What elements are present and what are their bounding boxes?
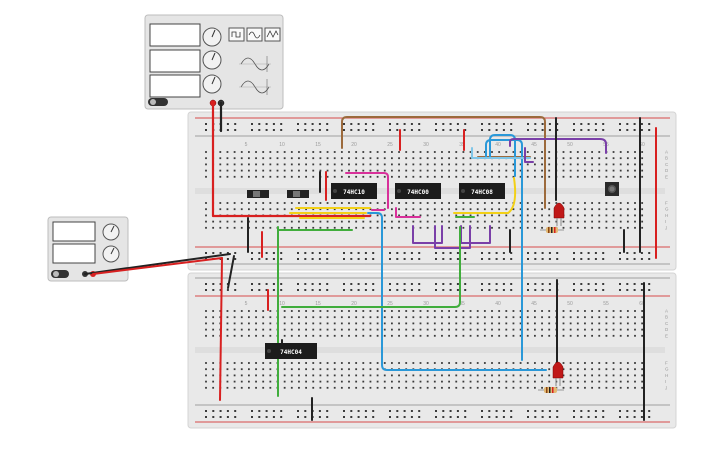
row-letter: I	[665, 219, 666, 224]
power-supply[interactable]	[47, 216, 129, 282]
wire-purple-short[interactable]	[524, 147, 534, 163]
wire-black-rail-bridge[interactable]	[227, 255, 235, 289]
column-numbers-bottom-board: 5 10 15 20 25 30 35 40 45 50 55 60	[245, 301, 645, 307]
function-generator-display-2	[149, 49, 201, 73]
power-supply-voltage-display	[52, 221, 96, 242]
chip-label: 74HC00	[407, 189, 429, 196]
triangle-wave-icon	[266, 30, 279, 38]
led-red-bottom[interactable]	[552, 361, 564, 386]
power-supply-current-display	[52, 243, 96, 264]
resistor-bottom[interactable]	[538, 387, 564, 393]
row-letter: H	[665, 373, 668, 378]
wire-blue-loop-1[interactable]	[489, 134, 516, 177]
row-letter: G	[665, 207, 669, 212]
row-letter: B	[665, 156, 668, 161]
column-number: 55	[603, 301, 609, 307]
row-letter: E	[665, 333, 668, 338]
wire-red-psu-positive[interactable]	[92, 257, 223, 275]
row-letter: I	[665, 379, 666, 384]
column-number: 25	[387, 142, 393, 148]
function-generator-display-1	[149, 23, 201, 47]
wire-red-rail-bridge[interactable]	[219, 257, 223, 401]
wire-purple-bottom-2[interactable]	[434, 225, 471, 249]
column-number: 20	[351, 142, 357, 148]
wire-purple-bottom-1[interactable]	[412, 225, 443, 244]
chip-74hc04[interactable]: 74HC04	[265, 343, 317, 359]
row-letter: C	[665, 321, 669, 326]
row-letter: J	[665, 225, 667, 230]
square-wave-button[interactable]	[228, 27, 245, 42]
column-number: 50	[567, 142, 573, 148]
wire-pink-2[interactable]	[395, 207, 421, 218]
column-number: 30	[423, 142, 429, 148]
row-letter: F	[665, 201, 668, 206]
column-number: 60	[639, 142, 645, 148]
slide-switch-1[interactable]	[247, 190, 269, 198]
row-letter: D	[665, 327, 669, 332]
row-letter: J	[665, 385, 667, 390]
slide-switch-2[interactable]	[287, 190, 309, 198]
row-letter: C	[665, 162, 669, 167]
function-generator-display-3	[149, 74, 201, 98]
column-number: 25	[387, 301, 393, 307]
chip-74hc08[interactable]: 74HC08	[459, 183, 505, 199]
wire-black-psu-ground[interactable]	[84, 253, 231, 275]
row-letter: G	[665, 367, 669, 372]
column-number: 45	[531, 301, 537, 307]
column-number: 5	[245, 142, 248, 148]
column-number: 15	[315, 301, 321, 307]
column-number: 10	[279, 142, 285, 148]
chip-74hc00[interactable]: 74HC00	[395, 183, 441, 199]
wire-lightblue[interactable]	[471, 147, 531, 159]
chip-74hc10[interactable]: 74HC10	[331, 183, 377, 199]
column-number: 60	[639, 301, 645, 307]
column-number: 20	[351, 301, 357, 307]
led-red-top[interactable]	[553, 202, 565, 226]
pushbutton[interactable]	[605, 182, 619, 196]
column-number: 15	[315, 142, 321, 148]
row-letter: B	[665, 315, 668, 320]
column-number: 50	[567, 301, 573, 307]
chip-label: 74HC10	[343, 189, 365, 196]
column-number: 35	[459, 142, 465, 148]
column-number: 45	[531, 142, 537, 148]
chip-label: 74HC08	[471, 189, 493, 196]
column-number: 40	[495, 142, 501, 148]
column-number: 10	[279, 301, 285, 307]
sine-wave-icon	[248, 31, 261, 39]
chip-label: 74HC04	[280, 349, 302, 356]
row-letter: H	[665, 213, 668, 218]
row-letter: E	[665, 174, 668, 179]
row-letter: A	[665, 309, 668, 314]
wire-green-3[interactable]	[281, 226, 461, 308]
column-number: 40	[495, 301, 501, 307]
row-letter: F	[665, 361, 668, 366]
column-number: 5	[245, 301, 248, 307]
function-generator[interactable]	[144, 14, 284, 110]
wire-yellow-curve[interactable]	[507, 177, 517, 214]
wires	[84, 101, 657, 421]
wire-blue-long[interactable]	[367, 212, 547, 371]
wire-blue-loop-2[interactable]	[485, 139, 523, 361]
wire-pink-1[interactable]	[345, 172, 389, 209]
wire-brown-top[interactable]	[341, 116, 546, 209]
square-wave-icon	[231, 31, 241, 38]
row-letter: D	[665, 168, 669, 173]
column-number: 35	[459, 301, 465, 307]
row-letter: A	[665, 150, 668, 155]
column-number: 30	[423, 301, 429, 307]
wire-red-funcgen-signal[interactable]	[211, 101, 372, 218]
resistor-top[interactable]	[540, 227, 564, 233]
